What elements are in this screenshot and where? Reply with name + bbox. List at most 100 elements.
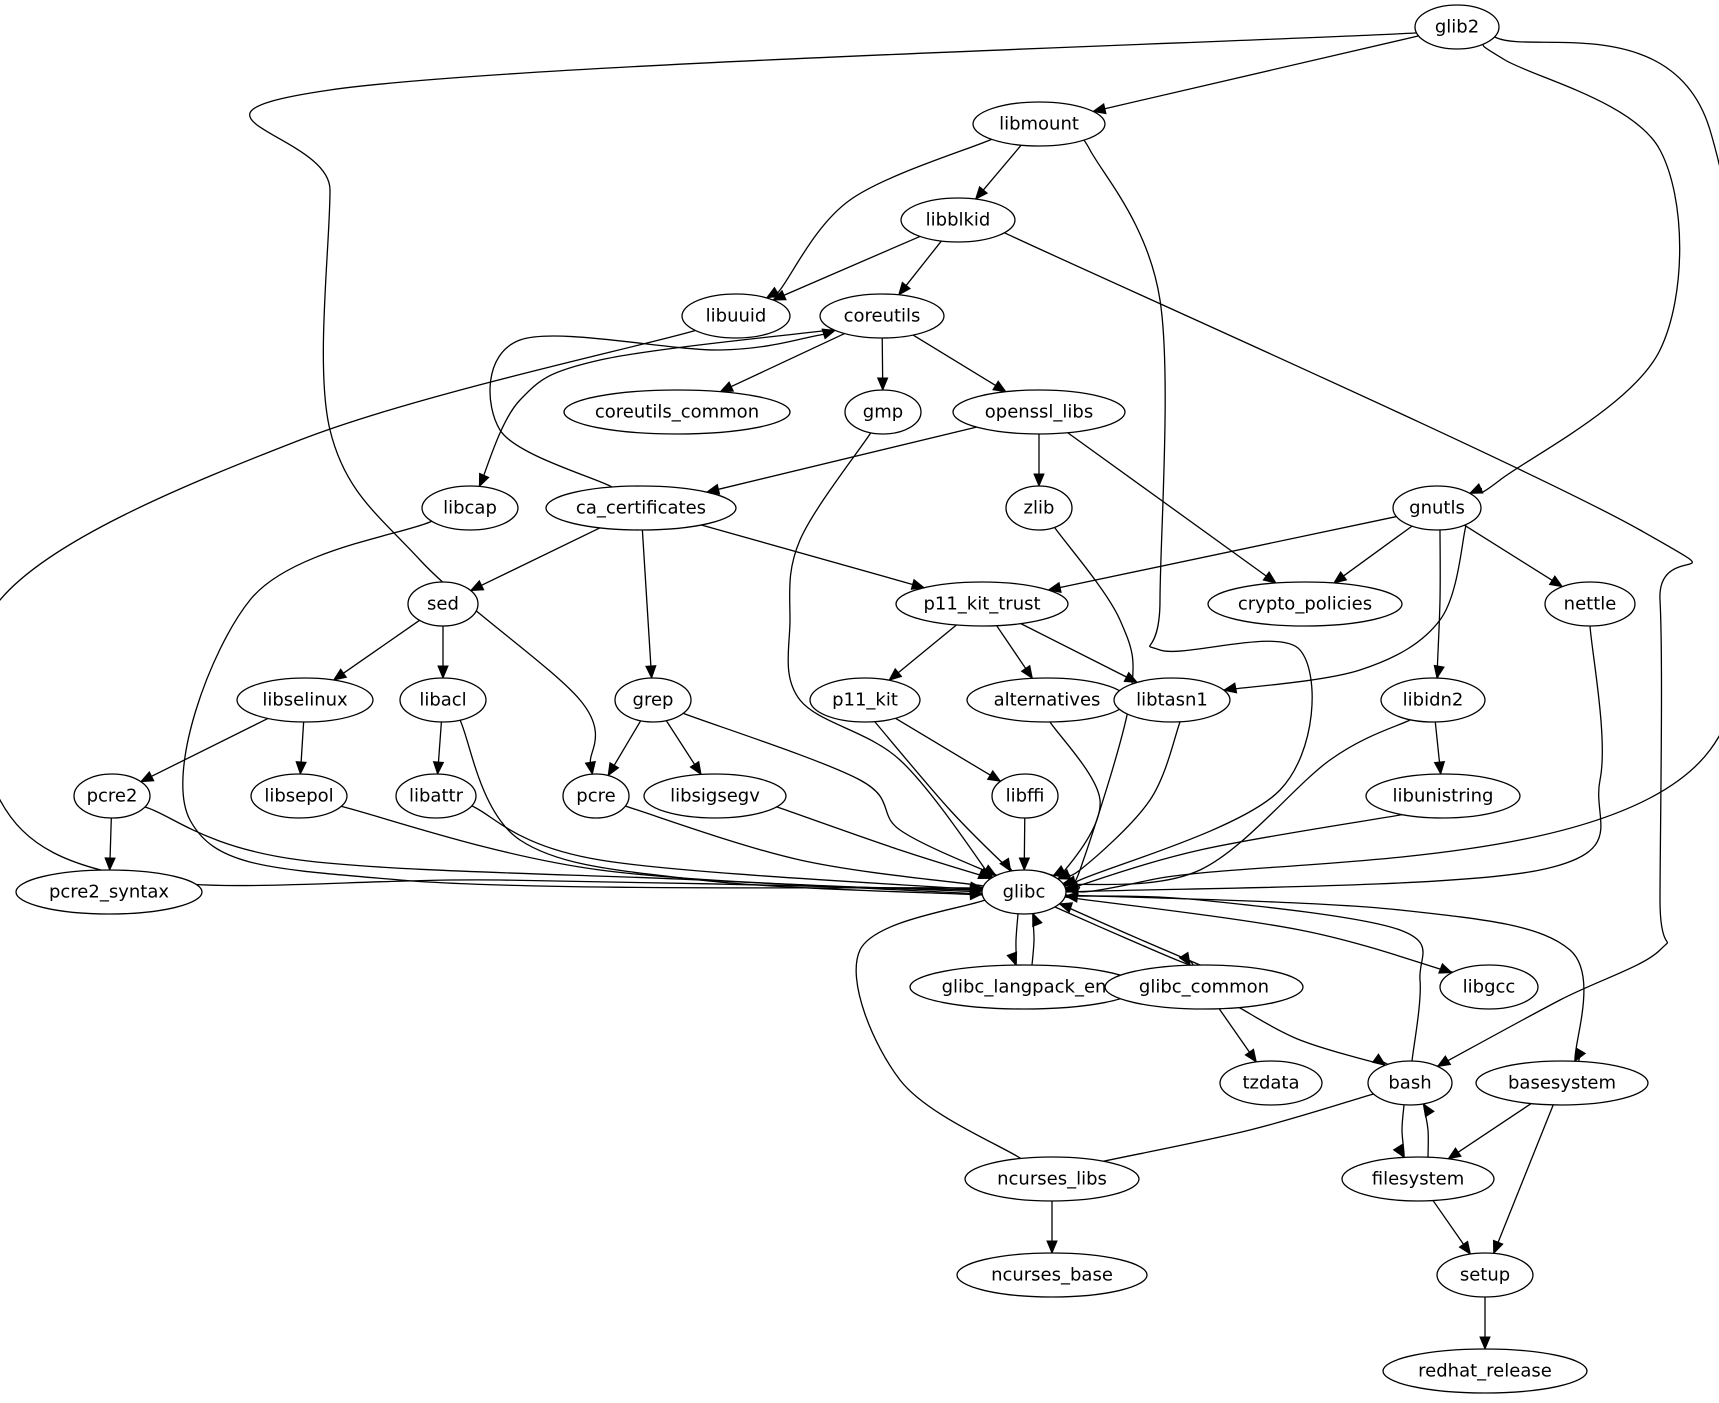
arrowhead-icon: [1064, 883, 1079, 896]
node-tzdata[interactable]: tzdata: [1219, 1060, 1323, 1106]
node-label: coreutils: [844, 306, 921, 327]
node-setup[interactable]: setup: [1436, 1252, 1534, 1298]
node-zlib[interactable]: zlib: [1005, 485, 1073, 531]
arrowhead-icon: [1574, 1047, 1587, 1063]
node-filesystem[interactable]: filesystem: [1341, 1156, 1495, 1202]
arrowhead-icon: [1433, 760, 1446, 776]
node-gnutls[interactable]: gnutls: [1392, 485, 1482, 531]
arrowhead-icon: [969, 883, 984, 896]
arrowhead-icon: [1058, 902, 1074, 914]
node-label: nettle: [1564, 594, 1617, 615]
node-pcre2[interactable]: pcre2: [73, 773, 151, 819]
nodes-layer: glib2 libmount libblkid libuuid coreutils cor…: [15, 4, 1649, 1394]
node-bash[interactable]: bash: [1367, 1060, 1453, 1106]
edge-line: [1464, 524, 1553, 581]
node-shape: [1365, 773, 1521, 819]
node-libmount[interactable]: libmount: [972, 101, 1106, 147]
edge-gnutls-to-p11_kit_trust: [1047, 515, 1397, 594]
edge-coreutils-to-openssl_libs: [912, 334, 1007, 393]
node-label: coreutils_common: [595, 402, 759, 423]
edge-libblkid-to-bash: [967, 216, 1693, 1070]
node-shape: [614, 677, 692, 723]
node-libtasn1[interactable]: libtasn1: [1113, 677, 1231, 723]
node-label: libselinux: [262, 690, 348, 711]
edge-libblkid-to-libuuid: [771, 235, 921, 301]
node-alternatives[interactable]: alternatives: [966, 677, 1128, 723]
node-pcre2_syntax[interactable]: pcre2_syntax: [15, 869, 203, 915]
edge-line: [769, 804, 995, 880]
node-shape: [819, 293, 945, 339]
edge-grep-to-pcre: [607, 720, 642, 777]
edge-filesystem-to-setup: [1432, 1200, 1472, 1256]
node-nettle[interactable]: nettle: [1544, 581, 1636, 627]
node-shape: [1367, 1060, 1453, 1106]
node-ncurses_base[interactable]: ncurses_base: [956, 1252, 1148, 1298]
node-glibc_common[interactable]: glibc_common: [1104, 964, 1304, 1010]
arrowhead-icon: [478, 472, 490, 488]
node-label: basesystem: [1508, 1073, 1616, 1094]
node-libsepol[interactable]: libsepol: [250, 773, 348, 819]
node-shape: [643, 773, 787, 819]
node-glibc[interactable]: glibc: [981, 869, 1067, 915]
node-coreutils_common[interactable]: coreutils_common: [563, 389, 791, 435]
edge-ca_certificates-to-p11_kit_trust: [701, 524, 926, 590]
node-ncurses_libs[interactable]: ncurses_libs: [964, 1156, 1140, 1202]
node-libcap[interactable]: libcap: [421, 485, 519, 531]
node-shape: [563, 389, 791, 435]
edge-line: [730, 332, 845, 388]
node-libuuid[interactable]: libuuid: [681, 293, 791, 339]
node-glibc_langpack_en[interactable]: glibc_langpack_en: [909, 964, 1139, 1010]
edge-ca_certificates-to-coreutils: [489, 328, 837, 492]
node-libsigsegv[interactable]: libsigsegv: [643, 773, 787, 819]
node-libffi[interactable]: libffi: [991, 773, 1059, 819]
node-shape: [972, 101, 1106, 147]
node-libblkid[interactable]: libblkid: [900, 197, 1016, 243]
node-libattr[interactable]: libattr: [395, 773, 477, 819]
node-label: filesystem: [1372, 1169, 1465, 1190]
edge-libtasn1-to-glibc: [1051, 715, 1183, 878]
arrowhead-icon: [1447, 1147, 1462, 1160]
edge-line: [895, 717, 991, 776]
node-libunistring[interactable]: libunistring: [1365, 773, 1521, 819]
node-grep[interactable]: grep: [614, 677, 692, 723]
edge-line: [1497, 1104, 1554, 1243]
node-p11_kit_trust[interactable]: p11_kit_trust: [895, 581, 1069, 627]
arrowhead-icon: [1046, 1240, 1058, 1255]
node-shape: [1392, 485, 1482, 531]
node-glib2[interactable]: glib2: [1414, 4, 1500, 50]
node-label: bash: [1388, 1073, 1431, 1094]
node-crypto_policies[interactable]: crypto_policies: [1207, 581, 1403, 627]
arrowhead-icon: [876, 377, 889, 392]
edge-line: [701, 524, 913, 586]
node-libidn2[interactable]: libidn2: [1380, 677, 1486, 723]
node-label: pcre: [576, 786, 615, 807]
arrowhead-icon: [295, 761, 307, 776]
node-label: ca_certificates: [576, 498, 706, 519]
node-libgcc[interactable]: libgcc: [1439, 964, 1539, 1010]
node-sed[interactable]: sed: [407, 581, 479, 627]
edge-p11_kit_trust-to-libtasn1: [1020, 623, 1139, 683]
node-shape: [1380, 677, 1486, 723]
node-label: p11_kit: [832, 690, 898, 711]
node-libacl[interactable]: libacl: [399, 677, 487, 723]
node-gmp[interactable]: gmp: [844, 389, 922, 435]
node-ca_certificates[interactable]: ca_certificates: [545, 485, 737, 531]
edge-line: [1062, 135, 1313, 888]
node-basesystem[interactable]: basesystem: [1475, 1060, 1649, 1106]
node-label: setup: [1460, 1265, 1510, 1286]
node-libselinux[interactable]: libselinux: [236, 677, 374, 723]
node-shape: [407, 581, 479, 627]
node-openssl_libs[interactable]: openssl_libs: [952, 389, 1126, 435]
node-label: libunistring: [1393, 786, 1494, 807]
node-shape: [809, 677, 921, 723]
node-pcre[interactable]: pcre: [562, 773, 630, 819]
edge-coreutils-to-gmp: [876, 337, 889, 392]
edge-ncurses_libs-to-ncurses_base: [1046, 1201, 1058, 1255]
node-p11_kit[interactable]: p11_kit: [809, 677, 921, 723]
edge-line: [665, 720, 696, 765]
arrowhead-icon: [974, 185, 989, 201]
node-coreutils[interactable]: coreutils: [819, 293, 945, 339]
edge-gnutls-to-crypto_policies: [1332, 525, 1413, 584]
node-redhat_release[interactable]: redhat_release: [1382, 1348, 1588, 1394]
edge-gmp-to-glibc: [787, 425, 996, 885]
